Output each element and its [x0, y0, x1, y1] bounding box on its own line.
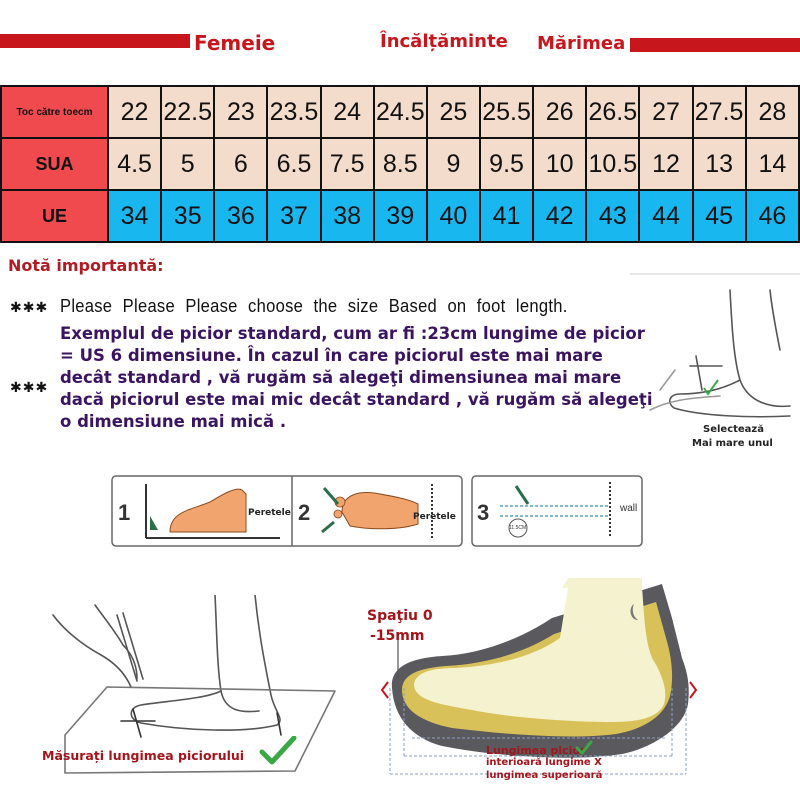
please-choose-line: Please Please Please choose the size Bas… [60, 296, 568, 316]
space-label-1: Spaţiu 0 [367, 608, 433, 624]
row-label-eu: UE [0, 189, 109, 243]
table-row: SUA 4.5 5 6 6.5 7.5 8.5 9 9.5 10 10.5 12… [0, 137, 800, 191]
table-cell: 6.5 [266, 137, 322, 191]
measure-label: 11.5CM [509, 525, 527, 531]
length-label-3: lungimea superioară [486, 770, 603, 781]
table-cell: 7.5 [319, 137, 375, 191]
select-larger-label-1: Selectează [703, 424, 765, 435]
table-cell: 8.5 [372, 137, 428, 191]
wall-label: wall [620, 503, 638, 514]
table-row: UE 34 35 36 37 38 39 40 41 42 43 44 45 4… [0, 189, 800, 243]
table-cell: 10 [532, 137, 588, 191]
wall-label: Peretele [248, 508, 291, 518]
table-cell: 27.5 [691, 85, 747, 139]
table-cell: 14 [744, 137, 800, 191]
table-cell: 42 [532, 189, 588, 243]
ruler-step-illustration [471, 475, 643, 547]
measure-foot-sketch-icon [52, 595, 336, 774]
size-advice-paragraph: Exemplul de picior standard, cum ar fi :… [60, 324, 653, 431]
measure-foot-label: Măsurați lungimea piciorului [42, 748, 245, 763]
foot-side-icon [169, 488, 247, 533]
length-label-1: Lungimea picior [486, 744, 586, 757]
measure-steps-illustration [111, 475, 463, 547]
row-label-cm: Toc către toecm [0, 85, 109, 139]
table-cell: 35 [160, 189, 216, 243]
select-larger-label-2: Mai mare unul [692, 438, 773, 449]
table-cell: 9.5 [478, 137, 535, 191]
table-cell: 26.5 [585, 85, 641, 139]
table-cell: 22 [106, 85, 163, 139]
table-cell: 44 [638, 189, 694, 243]
table-cell: 28 [744, 85, 800, 139]
header-bar-left [0, 34, 190, 48]
table-cell: 41 [478, 189, 535, 243]
table-row: Toc către toecm 22 22.5 23 23.5 24 24.5 … [0, 85, 800, 139]
table-cell: 40 [425, 189, 481, 243]
space-label-2: -15mm [370, 628, 425, 644]
table-cell: 22.5 [160, 85, 216, 139]
step-number: 1 [118, 500, 131, 525]
stars-icon: ✱✱✱ [10, 380, 49, 396]
table-cell: 23.5 [266, 85, 322, 139]
table-cell: 12 [638, 137, 694, 191]
header-footwear: Încălțăminte [380, 31, 508, 52]
table-cell: 23 [213, 85, 269, 139]
table-cell: 43 [585, 189, 641, 243]
header-bar-right [630, 38, 800, 52]
important-note-title: Notă importantă: [8, 256, 164, 275]
header-women: Femeie [194, 31, 276, 55]
table-cell: 24 [319, 85, 375, 139]
table-cell: 39 [372, 189, 428, 243]
shoe-cross-section-icon [380, 578, 698, 775]
table-cell: 10.5 [585, 137, 641, 191]
step-number: 3 [477, 500, 490, 525]
table-cell: 36 [213, 189, 269, 243]
table-cell: 25 [425, 85, 481, 139]
table-cell: 24.5 [372, 85, 428, 139]
table-cell: 45 [691, 189, 747, 243]
stars-icon: ✱✱✱ [10, 300, 49, 316]
table-cell: 26 [532, 85, 588, 139]
table-cell: 6 [213, 137, 269, 191]
table-cell: 4.5 [106, 137, 163, 191]
row-label-us: SUA [0, 137, 109, 191]
check-icon [259, 736, 297, 765]
step-number: 2 [298, 500, 311, 525]
size-chart-table: Toc către toecm 22 22.5 23 23.5 24 24.5 … [0, 85, 800, 243]
wall-label: Peretele [413, 512, 456, 522]
foot-sketch-icon [630, 273, 800, 418]
check-icon [575, 740, 593, 755]
table-cell: 46 [744, 189, 800, 243]
table-cell: 13 [691, 137, 747, 191]
table-cell: 5 [160, 137, 216, 191]
header-size: Mărimea [537, 33, 626, 54]
table-cell: 25.5 [478, 85, 535, 139]
table-cell: 34 [106, 189, 163, 243]
length-label-2: interioară lungime X [486, 757, 602, 768]
table-cell: 9 [425, 137, 481, 191]
foot-top-icon [341, 492, 419, 530]
table-cell: 38 [319, 189, 375, 243]
table-cell: 37 [266, 189, 322, 243]
table-cell: 27 [638, 85, 694, 139]
